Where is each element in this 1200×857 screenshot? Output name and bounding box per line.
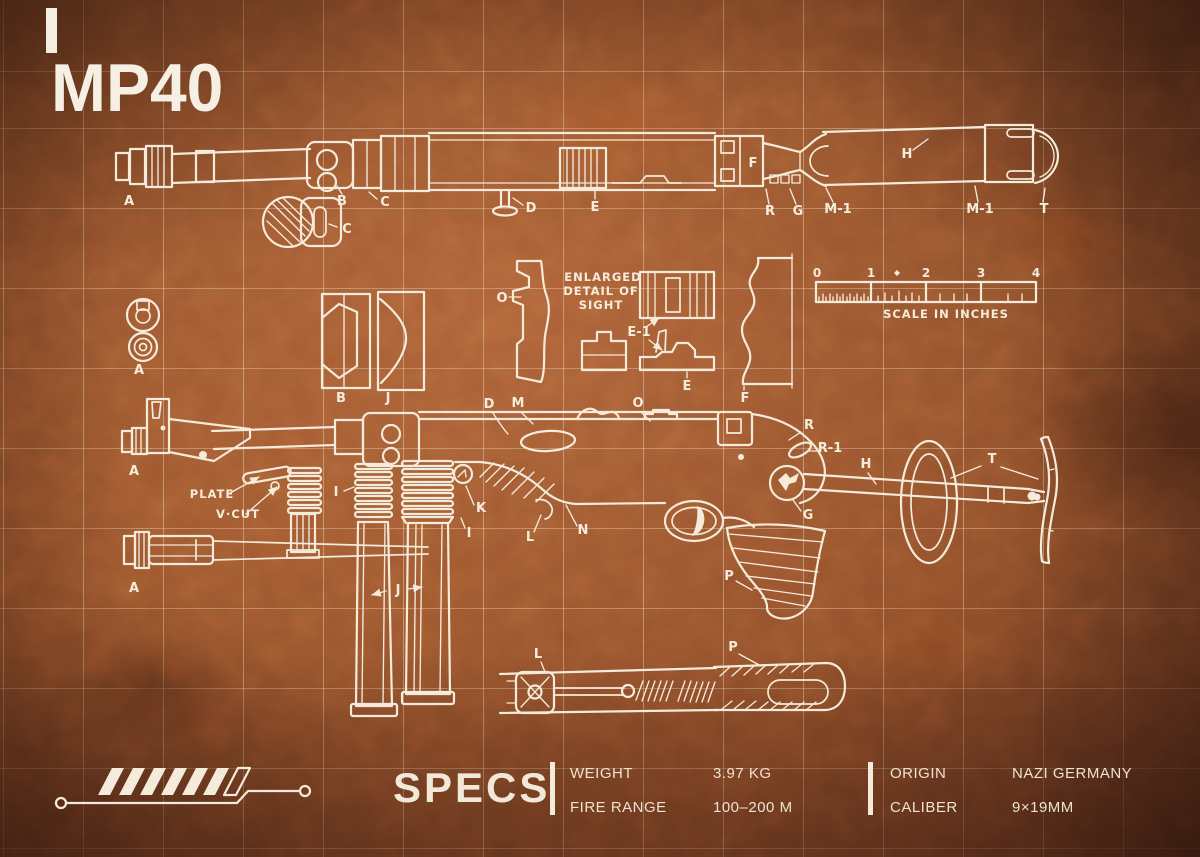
enlarged-detail-note: ENLARGED	[564, 270, 641, 284]
part-label-t: T	[1040, 202, 1049, 217]
part-label-k: K	[476, 501, 487, 516]
part-label-i: I	[334, 485, 339, 500]
part-label-i: I	[467, 526, 472, 541]
part-label-f: F	[741, 391, 750, 406]
title-accent-bar	[46, 8, 57, 53]
barrel-detail-drawing: A	[122, 530, 429, 596]
part-label-t: T	[988, 452, 997, 467]
part-label-f: F	[749, 156, 758, 171]
ruler-tick-4: 4	[1032, 266, 1040, 280]
specs-column-left: WEIGHT 3.97 KG FIRE RANGE 100–200 M	[570, 765, 870, 833]
part-label-e1: E-1	[627, 325, 650, 340]
gun-top-view-drawing: A B C C D E F R G M-1 H M-1 T	[114, 123, 1060, 249]
spec-value: 100–200 M	[713, 799, 793, 816]
part-label-e: E	[591, 200, 600, 215]
part-label-r: R	[765, 204, 775, 219]
part-label-n: N	[578, 523, 589, 538]
spec-row-caliber: CALIBER 9×19MM	[890, 799, 1170, 816]
page-title: MP40	[51, 50, 224, 126]
part-label-b: B	[336, 391, 346, 406]
spec-label: FIRE RANGE	[570, 799, 667, 816]
decor-hazard-stripes	[54, 766, 312, 810]
part-label-l: L	[534, 647, 542, 662]
ruler-tick-1: 1	[867, 266, 875, 280]
part-label-d: D	[526, 201, 537, 216]
detail-parts-row: A B J O ENLARGED DETAIL OF SIGHT	[125, 253, 1040, 406]
specs-divider	[550, 762, 555, 815]
part-label-o: O	[496, 291, 507, 306]
spec-row-origin: ORIGIN NAZI GERMANY	[890, 765, 1170, 782]
part-label-m1: M-1	[966, 202, 993, 217]
part-label-c: C	[342, 222, 352, 237]
spec-value: 9×19MM	[1012, 799, 1074, 816]
part-label-g: G	[803, 508, 814, 523]
part-label-l: L	[526, 530, 534, 545]
scale-caption: SCALE IN INCHES	[883, 307, 1009, 321]
part-label-r1: R-1	[818, 441, 842, 456]
part-label-j: J	[395, 583, 401, 598]
specs-column-right: ORIGIN NAZI GERMANY CALIBER 9×19MM	[890, 765, 1170, 833]
spec-row-fire-range: FIRE RANGE 100–200 M	[570, 799, 870, 816]
part-label-p: P	[728, 640, 738, 655]
part-label-b: B	[337, 194, 347, 209]
part-label-g: G	[793, 204, 804, 219]
part-label-h: H	[861, 457, 872, 472]
specs-heading: SPECS	[393, 764, 551, 811]
part-label-a: A	[129, 464, 139, 479]
spec-row-weight: WEIGHT 3.97 KG	[570, 765, 870, 782]
ruler-tick-0: 0	[813, 266, 821, 280]
part-label-p: P	[724, 569, 734, 584]
enlarged-detail-note: SIGHT	[579, 298, 623, 312]
part-label-a: A	[134, 363, 144, 378]
ruler-tick-3: 3	[977, 266, 985, 280]
part-label-o: O	[632, 396, 643, 411]
part-label-c: C	[380, 195, 390, 210]
part-label-r: R	[804, 418, 814, 433]
part-label-d: D	[484, 397, 495, 412]
plate-note: PLATE	[190, 487, 234, 501]
ruler-tick-2: 2	[922, 266, 930, 280]
spec-label: ORIGIN	[890, 765, 947, 782]
gun-side-view-drawing: A PLATE V·CUT	[120, 396, 1059, 718]
scale-ruler: 0 1 2 3 4 SCALE IN INCHES	[813, 266, 1040, 321]
part-label-m: M	[512, 396, 525, 411]
specs-divider	[868, 762, 873, 815]
part-label-a: A	[129, 581, 139, 596]
vcut-note: V·CUT	[216, 507, 260, 521]
bolt-assembly-drawing: L P	[498, 640, 847, 715]
part-label-a: A	[124, 194, 134, 209]
part-label-j: J	[385, 391, 391, 406]
spec-value: NAZI GERMANY	[1012, 765, 1133, 782]
spec-label: CALIBER	[890, 799, 958, 816]
spec-label: WEIGHT	[570, 765, 633, 782]
enlarged-detail-note: DETAIL OF	[563, 284, 639, 298]
part-label-e: E	[683, 379, 692, 394]
spec-value: 3.97 KG	[713, 765, 772, 782]
part-label-h: H	[902, 147, 913, 162]
part-label-m1: M-1	[824, 202, 851, 217]
